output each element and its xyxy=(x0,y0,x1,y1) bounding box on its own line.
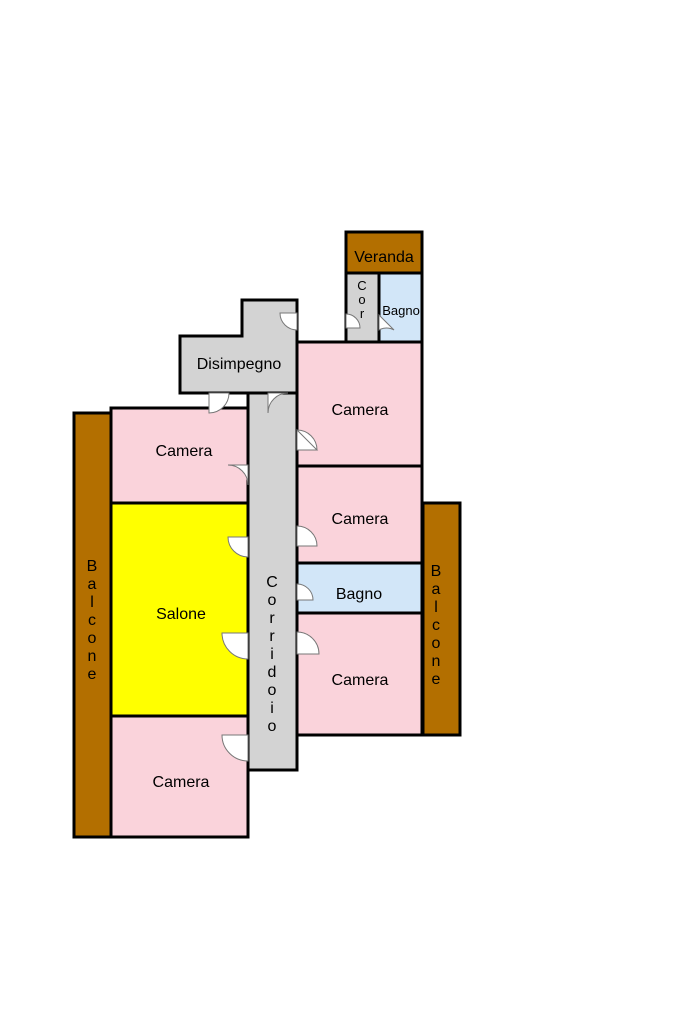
door-camera-mid-right xyxy=(296,525,318,547)
label-disimpegno: Disimpegno xyxy=(197,356,282,373)
door-salone-top xyxy=(227,536,249,558)
door-camera-top-left xyxy=(227,464,249,486)
label-camera-mid-right: Camera xyxy=(332,511,389,528)
door-disimpegno-top xyxy=(279,312,298,331)
salone xyxy=(109,501,250,718)
label-veranda: Veranda xyxy=(354,249,414,266)
door-camera-bottom-left xyxy=(221,734,249,762)
label-camera-low-right: Camera xyxy=(332,672,389,689)
camera-top-left xyxy=(109,406,250,505)
balcone-left xyxy=(72,411,113,839)
door-swings xyxy=(208,312,395,762)
door-bagno-mid xyxy=(296,583,314,601)
label-salone: Salone xyxy=(156,606,206,623)
door-cor xyxy=(345,313,361,329)
label-camera-top-left: Camera xyxy=(156,443,213,460)
door-bagno-small xyxy=(378,313,395,331)
disimpegno xyxy=(178,298,299,395)
door-salone-bottom xyxy=(221,632,249,660)
label-bagno-small: Bagno xyxy=(382,303,420,318)
camera-top-right xyxy=(295,340,424,468)
veranda xyxy=(344,230,424,275)
door-camera-top-right xyxy=(296,428,319,451)
balcone-right xyxy=(421,501,462,737)
door-camera-low-right xyxy=(296,631,320,655)
camera-low-right xyxy=(295,611,424,737)
corridoio xyxy=(246,391,299,772)
label-camera-bottom-left: Camera xyxy=(153,774,210,791)
door-disimpegno-right xyxy=(267,392,289,414)
label-bagno-mid: Bagno xyxy=(336,586,382,603)
door-disimpegno-left xyxy=(208,392,230,414)
bagno-small xyxy=(377,271,424,344)
label-camera-top-right: Camera xyxy=(332,402,389,419)
